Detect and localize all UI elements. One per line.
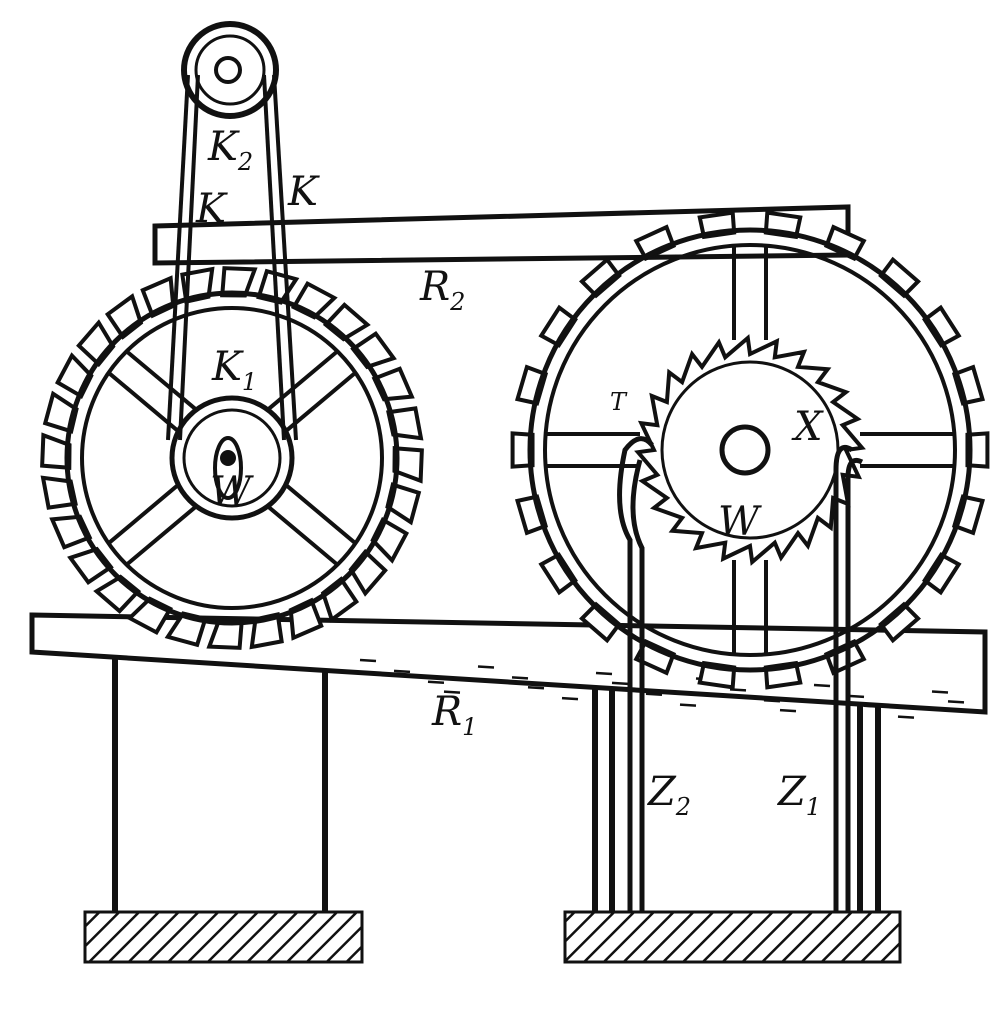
label-k2: K2 [207,124,253,176]
ground-block-left [83,910,364,964]
pawl-rods [617,436,864,912]
label-k-right: K [287,169,320,215]
right-wheel-paddle [922,552,962,596]
ground-block-right [563,910,902,964]
label-r1: R1 [431,689,477,741]
left-wheel-tooth [322,302,371,342]
left-wheel-tooth [93,574,142,614]
right-wheel-paddle [538,552,578,596]
right-wheel [510,210,990,690]
label-r2: R2 [419,264,465,316]
label-w-left: W [210,469,254,515]
label-z2: Z2 [646,769,691,821]
chain-k [166,74,298,441]
top-pulley-k2 [181,21,279,119]
left-wheel-tooth [348,548,388,597]
label-t: T [610,388,628,416]
left-wheel-tooth [76,319,116,368]
right-wheel-paddle [922,304,962,348]
label-x: X [791,404,824,450]
label-k1: K1 [211,344,257,396]
board-r2 [152,204,851,266]
support-legs [112,655,881,912]
left-wheel [40,266,424,650]
label-z1: Z1 [776,769,821,821]
label-k-left: K [195,186,228,232]
right-wheel-paddle [538,304,578,348]
label-w-right: W [718,499,762,545]
